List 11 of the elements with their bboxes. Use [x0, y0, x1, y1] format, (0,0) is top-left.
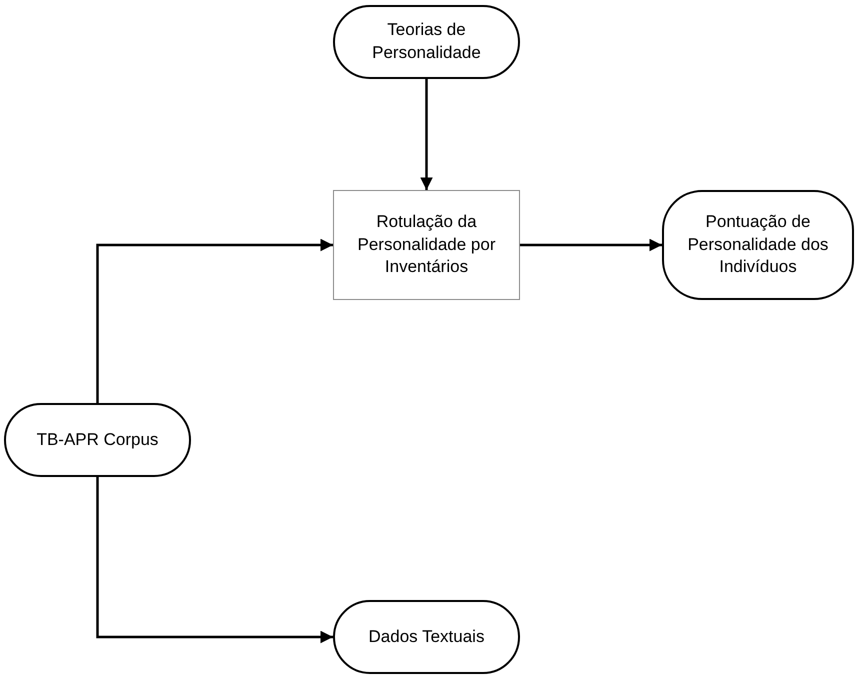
- node-label: Pontuação de Personalidade dos Indivíduos: [686, 210, 830, 278]
- terminal-shape: [662, 190, 854, 300]
- node-label: Dados Textuais: [368, 626, 486, 648]
- arrow: [420, 79, 433, 190]
- node-label: Rotulação da Personalidade por Inventários: [356, 210, 496, 278]
- arrow: [96, 238, 333, 403]
- node-label: TB-APR Corpus: [36, 428, 160, 451]
- arrow: [520, 238, 662, 252]
- node-label: Teorias de Personalidade: [371, 19, 482, 64]
- process-box: [333, 190, 520, 300]
- arrow: [96, 477, 333, 644]
